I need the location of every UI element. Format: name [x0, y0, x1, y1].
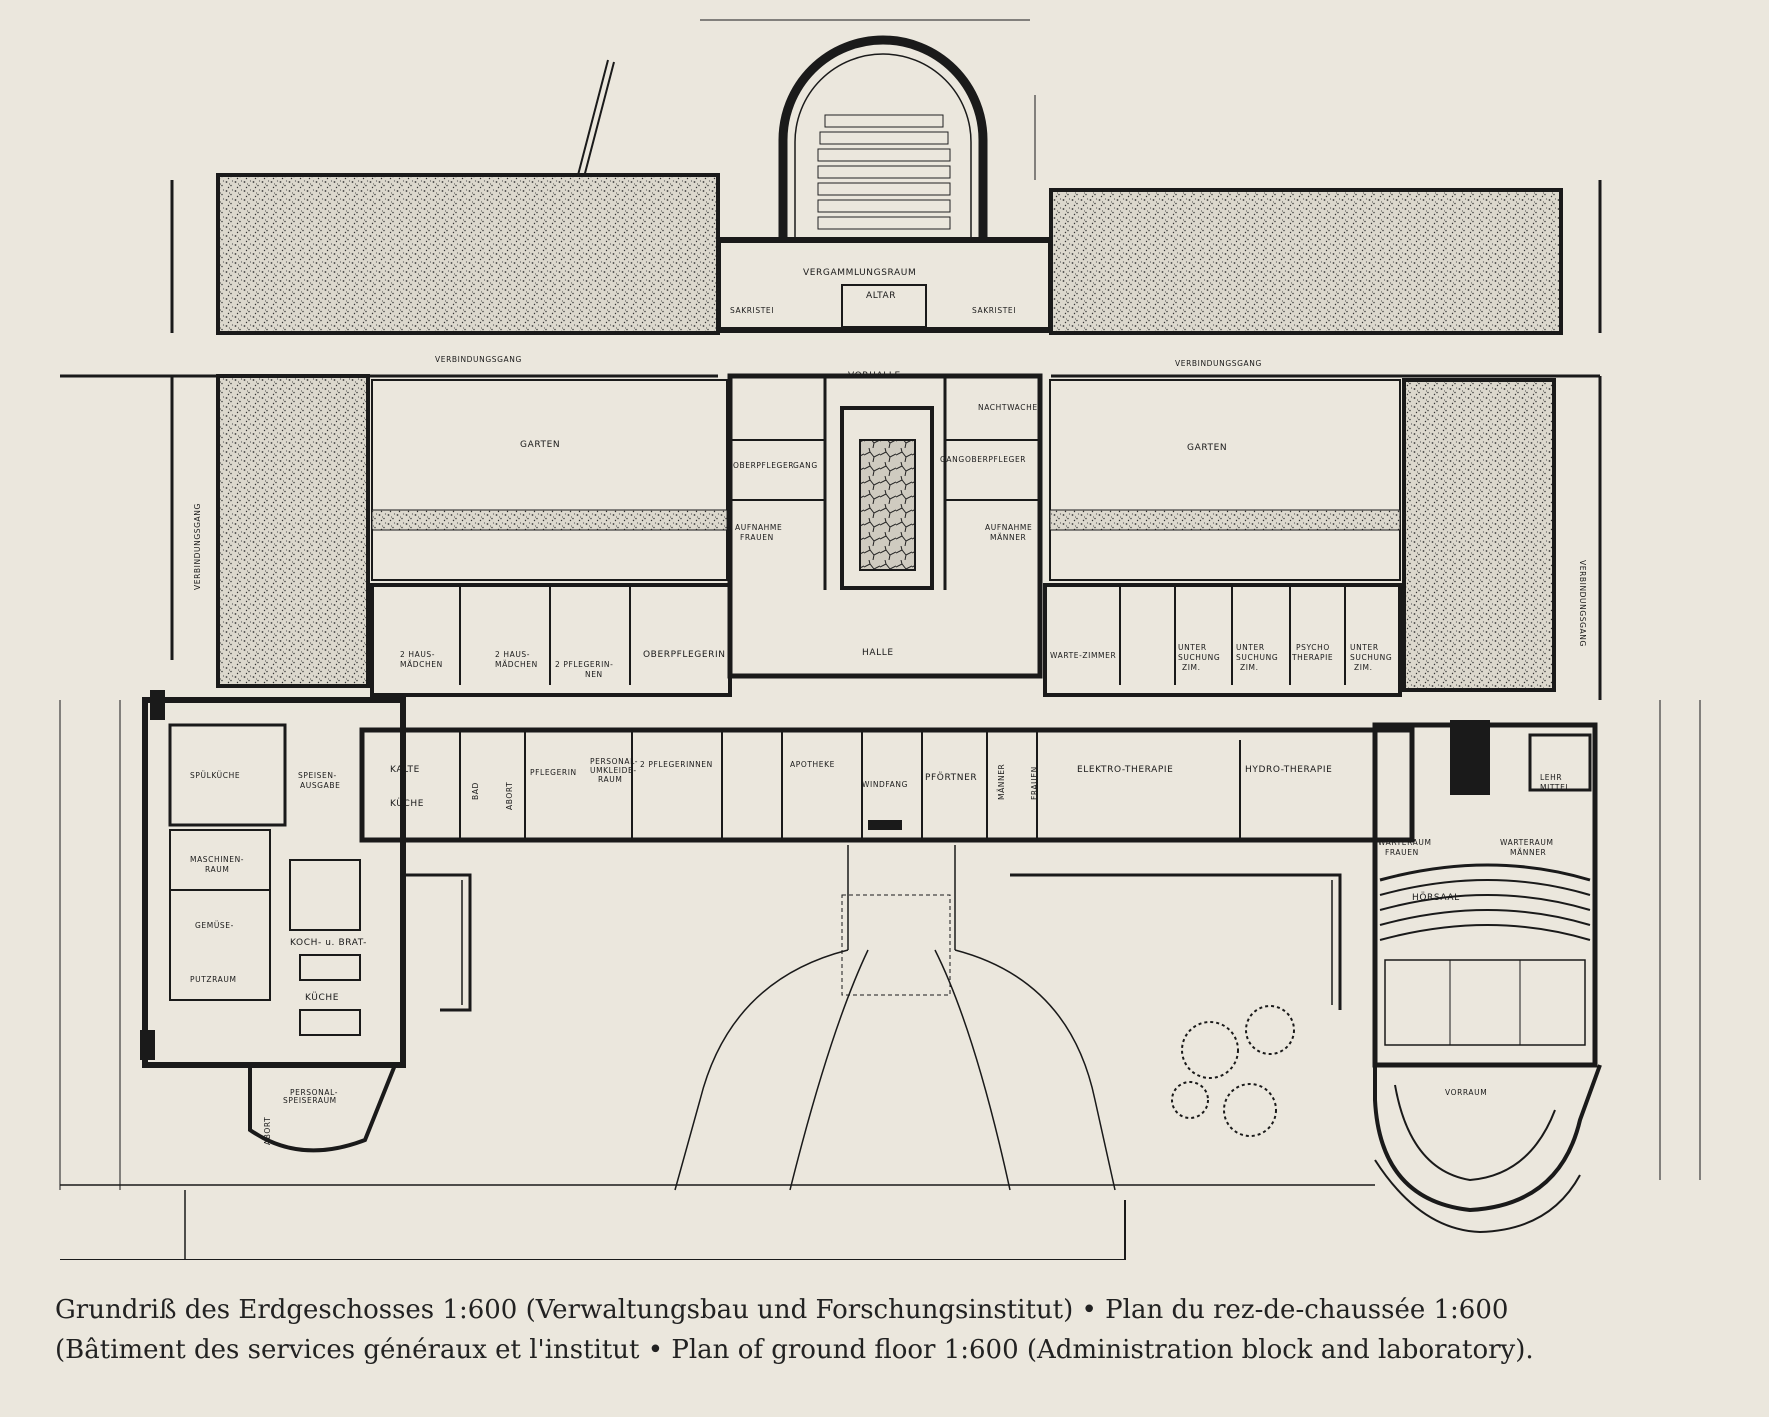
- dimension-lines: [59, 19, 1701, 1190]
- courtyard-and-drive: [60, 845, 1375, 1260]
- room-label-untersuchung-2a: UNTER: [1236, 643, 1265, 652]
- room-label-sakristei-left: SAKRISTEI: [730, 306, 774, 315]
- room-label-frauen: FRAUEN: [1030, 766, 1039, 800]
- room-label-abort: ABORT: [505, 782, 514, 810]
- caption-line-1: Grundriß des Erdgeschosses 1:600 (Verwal…: [55, 1295, 1509, 1325]
- room-label-gang-left: GANG: [793, 461, 818, 470]
- room-label-oberpfleger-left: OBERPFLEGER: [733, 461, 794, 470]
- room-label-koch-brat: KOCH- u. BRAT-: [290, 938, 367, 948]
- room-label-untersuchung-3c: ZIM.: [1354, 663, 1373, 672]
- room-label-apotheke: APOTHEKE: [790, 760, 835, 769]
- room-label-aufnahme-maenner-1: AUFNAHME: [985, 523, 1032, 532]
- room-label-pflegerin: PFLEGERIN: [530, 768, 577, 777]
- garden-courtyard-right: [1049, 379, 1401, 581]
- room-label-bad: BAD: [471, 782, 480, 800]
- room-label-maenner: MÄNNER: [997, 764, 1006, 800]
- room-label-warteraum-frauen-b: FRAUEN: [1385, 848, 1419, 857]
- room-label-windfang: WINDFANG: [862, 780, 908, 789]
- room-label-gemuese: GEMÜSE-: [195, 921, 234, 930]
- room-label-warteraum-maenner-b: MÄNNER: [1510, 848, 1546, 857]
- service-row: [359, 727, 1415, 843]
- assembly-hall: [715, 35, 1054, 333]
- room-label-oberpfleger-right: OBERPFLEGER: [965, 455, 1026, 464]
- room-label-hausmaedchen-1a: 2 HAUS-: [400, 650, 435, 659]
- room-label-garten-right: GARTEN: [1187, 443, 1227, 453]
- room-label-kueche: KÜCHE: [305, 992, 339, 1003]
- label-verbindungsgang-left: VERBINDUNGSGANG: [435, 355, 522, 364]
- room-label-personalumkleide-a: PERSONAL-: [590, 757, 638, 766]
- room-label-nachtwache: NACHTWACHE: [978, 403, 1038, 412]
- room-label-pflegerinnen-1a: 2 PFLEGERIN-: [555, 660, 613, 669]
- garden-side-right: [1402, 378, 1556, 692]
- kitchen-wing: [140, 690, 406, 1153]
- room-label-pfoertner: PFÖRTNER: [925, 772, 977, 783]
- room-label-abort-kitchen: ABORT: [263, 1117, 272, 1145]
- room-label-hydrotherapie: HYDRO-THERAPIE: [1245, 765, 1332, 775]
- room-label-pflegerinnen-2: 2 PFLEGERINNEN: [640, 760, 713, 769]
- room-label-untersuchung-2c: ZIM.: [1240, 663, 1259, 672]
- lecture-block: [1372, 720, 1598, 1068]
- garden-courtyard-left: [371, 379, 728, 581]
- room-label-hausmaedchen-2a: 2 HAUS-: [495, 650, 530, 659]
- room-label-altar: ALTAR: [866, 291, 896, 301]
- room-label-hausmaedchen-2b: MÄDCHEN: [495, 660, 538, 669]
- label-verbindungsgang-side-right: VERBINDUNGSGANG: [1578, 560, 1587, 647]
- central-wing: [727, 373, 1043, 679]
- entrance-rotunda: [1373, 1064, 1602, 1234]
- room-label-oberpflegerin: OBERPFLEGERIN: [643, 650, 726, 660]
- garden-side-left: [216, 374, 370, 688]
- room-label-untersuchung-2b: SUCHUNG: [1236, 653, 1278, 662]
- room-label-lehrmittel-b: MITTEL: [1540, 783, 1570, 792]
- room-label-kalte-kueche-b: KÜCHE: [390, 798, 424, 809]
- room-label-personalspeiseraum-a: PERSONAL-: [290, 1088, 338, 1097]
- room-label-aufnahme-frauen-2: FRAUEN: [740, 533, 774, 542]
- room-label-spuelkueche: SPÜLKÜCHE: [190, 771, 240, 780]
- room-label-untersuchung-1c: ZIM.: [1182, 663, 1201, 672]
- room-label-pflegerinnen-1b: NEN: [585, 670, 603, 679]
- stone-fountain: [859, 439, 916, 571]
- room-label-hoersaal: HÖRSAAL: [1412, 892, 1460, 903]
- room-label-maschinenraum-a: MASCHINEN-: [190, 855, 244, 864]
- room-label-untersuchung-1b: SUCHUNG: [1178, 653, 1220, 662]
- floor-plan: VERGAMMLUNGSRAUM ALTAR SAKRISTEI SAKRIST…: [59, 19, 1701, 1260]
- room-label-halle: HALLE: [862, 648, 894, 658]
- room-label-elektrotherapie: ELEKTRO-THERAPIE: [1077, 765, 1173, 775]
- room-label-untersuchung-1a: UNTER: [1178, 643, 1207, 652]
- room-label-sakristei-right: SAKRISTEI: [972, 306, 1016, 315]
- room-label-garten-left: GARTEN: [520, 440, 560, 450]
- room-label-putzraum: PUTZRAUM: [190, 975, 237, 984]
- room-label-psychotherapie-a: PSYCHO: [1296, 643, 1330, 652]
- room-label-speisenausgabe-b: AUSGABE: [300, 781, 340, 790]
- room-label-personalumkleide-b: UMKLEIDE-: [590, 766, 637, 775]
- label-verbindungsgang-side-left: VERBINDUNGSGANG: [193, 503, 202, 590]
- room-label-psychotherapie-b: THERAPIE: [1291, 653, 1333, 662]
- room-label-gang-right: GANG: [940, 455, 965, 464]
- room-label-aufnahme-frauen-1: AUFNAHME: [735, 523, 782, 532]
- room-label-wartezimmer: WARTE-ZIMMER: [1050, 651, 1116, 660]
- room-label-untersuchung-3a: UNTER: [1350, 643, 1379, 652]
- main-wing: [370, 583, 1402, 697]
- room-label-untersuchung-3b: SUCHUNG: [1350, 653, 1392, 662]
- garden-top-right: [1049, 188, 1563, 335]
- room-label-warteraum-frauen-a: WARTERAUM: [1378, 838, 1432, 847]
- label-verbindungsgang-right: VERBINDUNGSGANG: [1175, 359, 1262, 368]
- garden-top-left: [216, 173, 720, 335]
- room-label-vorraum: VORRAUM: [1445, 1088, 1487, 1097]
- figure-caption: Grundriß des Erdgeschosses 1:600 (Verwal…: [55, 1290, 1735, 1370]
- room-label-speisenausgabe-a: SPEISEN-: [298, 771, 337, 780]
- room-label-vergammlungsraum: VERGAMMLUNGSRAUM: [803, 268, 916, 278]
- room-label-personalspeiseraum-b: SPEISERAUM: [283, 1096, 337, 1105]
- room-label-lehrmittel-a: LEHR: [1540, 773, 1562, 782]
- caption-line-2: (Bâtiment des services généraux et l'ins…: [55, 1335, 1534, 1365]
- room-label-personalumkleide-c: RAUM: [598, 775, 622, 784]
- room-label-aufnahme-maenner-2: MÄNNER: [990, 533, 1026, 542]
- seating-rows: [817, 114, 951, 230]
- room-label-hausmaedchen-1b: MÄDCHEN: [400, 660, 443, 669]
- room-label-warteraum-maenner-a: WARTERAUM: [1500, 838, 1554, 847]
- tree-cluster-icon: [1171, 1005, 1295, 1137]
- room-label-maschinenraum-b: RAUM: [205, 865, 229, 874]
